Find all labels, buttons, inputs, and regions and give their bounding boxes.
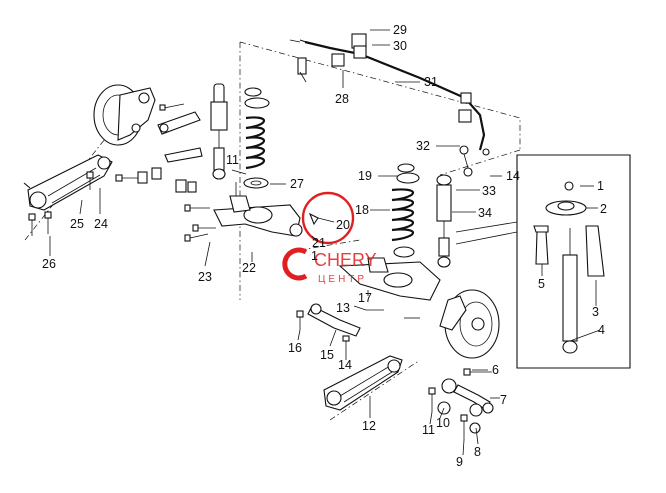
- lower-control-arm: [213, 182, 303, 237]
- bushing-parts: [437, 368, 494, 440]
- chery-watermark: CHERY ЦЕНТР: [282, 247, 377, 285]
- label-16: 16: [288, 341, 302, 355]
- stabilizer-bar: [289, 33, 486, 151]
- label-30: 30: [393, 39, 407, 53]
- label-12: 12: [362, 419, 376, 433]
- shock-absorber-right: [436, 174, 452, 268]
- label-29: 29: [393, 23, 407, 37]
- coil-spring-right: [391, 163, 420, 258]
- label-22: 22: [242, 261, 256, 275]
- label-13: 13: [336, 301, 350, 315]
- label-5: 5: [538, 277, 545, 291]
- label-1-mid: 1: [311, 249, 318, 263]
- label-6: 6: [492, 363, 499, 377]
- label-24: 24: [94, 217, 108, 231]
- label-32: 32: [416, 139, 430, 153]
- label-21: 21: [312, 236, 326, 250]
- label-23: 23: [198, 270, 212, 284]
- lower-arm-rear: [323, 355, 436, 412]
- label-18: 18: [355, 203, 369, 217]
- label-31: 31: [424, 75, 438, 89]
- label-15: 15: [320, 348, 334, 362]
- coil-spring-left: [243, 87, 270, 189]
- highlight-part-20: [301, 191, 355, 245]
- label-14-bottom: 14: [338, 358, 352, 372]
- leader-lines: [49, 29, 601, 456]
- label-10: 10: [436, 416, 450, 430]
- label-28: 28: [335, 92, 349, 106]
- knuckle-hub-left: [93, 84, 203, 163]
- label-17: 17: [358, 291, 372, 305]
- bolts-left: [28, 103, 216, 242]
- label-8: 8: [474, 445, 481, 459]
- label-34: 34: [478, 206, 492, 220]
- label-9: 9: [456, 455, 463, 469]
- label-19: 19: [358, 169, 372, 183]
- stabilizer-link: [459, 145, 490, 177]
- subframe-arm: [338, 257, 441, 301]
- label-27: 27: [290, 177, 304, 191]
- label-11-top: 11: [226, 153, 239, 167]
- label-2: 2: [600, 202, 607, 216]
- watermark-text-center: ЦЕНТР: [318, 274, 367, 285]
- label-20: 20: [336, 218, 350, 232]
- part-number-labels: 29 30 31 28 32 14 33 34 19 18 20 21 1 11…: [42, 23, 607, 469]
- label-14-top: 14: [506, 169, 520, 183]
- label-26: 26: [42, 257, 56, 271]
- shock-absorber-left: [210, 83, 228, 180]
- shock-exploded-box: [455, 154, 631, 369]
- label-11-bottom: 11: [422, 423, 435, 437]
- label-7: 7: [500, 393, 507, 407]
- watermark-text-chery: CHERY: [314, 250, 377, 270]
- label-25: 25: [70, 217, 84, 231]
- watermark-logo: [282, 247, 308, 281]
- toe-link-arm: [296, 303, 420, 354]
- label-4: 4: [598, 323, 605, 337]
- label-1-right: 1: [597, 179, 604, 193]
- trailing-arm-left: [23, 154, 113, 211]
- label-3: 3: [592, 305, 599, 319]
- label-33: 33: [482, 184, 496, 198]
- hub-disc-right: [439, 289, 500, 359]
